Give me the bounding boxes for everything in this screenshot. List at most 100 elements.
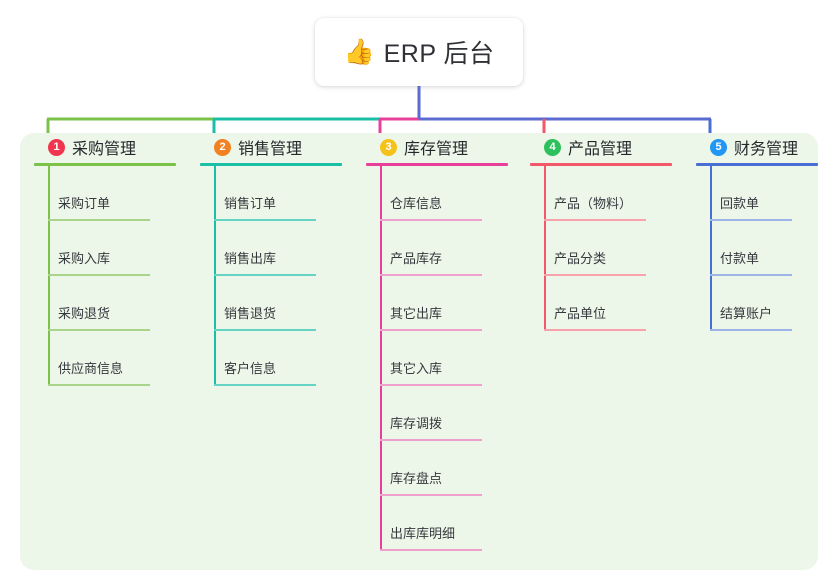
branch-item[interactable]: 采购订单 xyxy=(34,166,184,221)
item-underline xyxy=(214,219,316,221)
branch-item-label: 销售退货 xyxy=(224,306,277,321)
branch-item-label: 销售订单 xyxy=(224,196,277,211)
branch-item[interactable]: 仓库信息 xyxy=(366,166,516,221)
branch-number-badge: 4 xyxy=(544,138,561,156)
branch-header-2[interactable]: 2 销售管理 xyxy=(200,133,350,161)
branch-header-3[interactable]: 3 库存管理 xyxy=(366,133,516,161)
branch-number-badge: 3 xyxy=(380,138,397,156)
item-spine xyxy=(214,276,216,331)
branch-items-list: 销售订单销售出库销售退货客户信息 xyxy=(200,166,350,386)
item-underline xyxy=(710,329,792,331)
item-underline xyxy=(48,329,150,331)
branch-item[interactable]: 回款单 xyxy=(696,166,826,221)
item-underline xyxy=(544,219,646,221)
item-spine xyxy=(48,166,50,221)
branch-title: 销售管理 xyxy=(238,141,303,158)
branch-item[interactable]: 采购退货 xyxy=(34,276,184,331)
item-spine xyxy=(48,221,50,276)
branch-item[interactable]: 客户信息 xyxy=(200,331,350,386)
branch-item[interactable]: 产品分类 xyxy=(530,221,680,276)
branch-item-label: 产品单位 xyxy=(554,306,607,321)
item-spine xyxy=(214,221,216,276)
branch-number-badge: 1 xyxy=(48,138,65,156)
branch-header-rule xyxy=(530,163,672,166)
branch-header-4[interactable]: 4 产品管理 xyxy=(530,133,680,161)
branch-item-label: 供应商信息 xyxy=(58,361,124,376)
item-underline xyxy=(380,494,482,496)
branch-item-label: 库存调拨 xyxy=(390,416,443,431)
branch-item-label: 产品库存 xyxy=(390,251,443,266)
branch-item-label: 回款单 xyxy=(720,196,760,211)
branch-item[interactable]: 产品库存 xyxy=(366,221,516,276)
branch-title: 库存管理 xyxy=(404,141,469,158)
item-spine xyxy=(48,331,50,386)
branch-item-label: 结算账户 xyxy=(720,306,773,321)
item-underline xyxy=(214,384,316,386)
branch-header-rule xyxy=(34,163,176,166)
branch-column-2: 2 销售管理销售订单销售出库销售退货客户信息 xyxy=(200,133,350,386)
item-underline xyxy=(380,439,482,441)
branch-items-list: 仓库信息产品库存其它出库其它入库库存调拨库存盘点出库库明细 xyxy=(366,166,516,551)
branch-header-rule xyxy=(696,163,818,166)
branch-number-badge: 2 xyxy=(214,138,231,156)
item-underline xyxy=(544,274,646,276)
branch-item[interactable]: 库存调拨 xyxy=(366,386,516,441)
branch-number-badge: 5 xyxy=(710,138,727,156)
branch-title: 财务管理 xyxy=(734,141,799,158)
thumbs-up-icon: 👍 xyxy=(343,37,375,66)
item-underline xyxy=(544,329,646,331)
branch-item[interactable]: 销售出库 xyxy=(200,221,350,276)
item-underline xyxy=(710,274,792,276)
item-spine xyxy=(544,166,546,221)
branch-title: 产品管理 xyxy=(568,141,633,158)
branch-items-list: 采购订单采购入库采购退货供应商信息 xyxy=(34,166,184,386)
branch-item[interactable]: 其它出库 xyxy=(366,276,516,331)
branch-item-label: 仓库信息 xyxy=(390,196,443,211)
branch-item-label: 产品（物料） xyxy=(554,196,633,211)
branch-item[interactable]: 销售退货 xyxy=(200,276,350,331)
branch-item[interactable]: 库存盘点 xyxy=(366,441,516,496)
root-node-card[interactable]: 👍 ERP 后台 xyxy=(315,18,523,86)
branch-item-label: 采购订单 xyxy=(58,196,111,211)
branch-item[interactable]: 付款单 xyxy=(696,221,826,276)
branch-item-label: 其它入库 xyxy=(390,361,443,376)
branch-header-rule xyxy=(200,163,342,166)
branch-items-list: 产品（物料） 产品分类产品单位 xyxy=(530,166,680,331)
branch-item-label: 采购入库 xyxy=(58,251,111,266)
branch-header-rule xyxy=(366,163,508,166)
branch-item-label: 其它出库 xyxy=(390,306,443,321)
branch-item[interactable]: 采购入库 xyxy=(34,221,184,276)
branch-item[interactable]: 产品（物料） xyxy=(530,166,680,221)
branch-item[interactable]: 结算账户 xyxy=(696,276,826,331)
item-spine xyxy=(380,276,382,331)
branch-item-label: 付款单 xyxy=(720,251,760,266)
branch-item[interactable]: 出库库明细 xyxy=(366,496,516,551)
branch-item-label: 采购退货 xyxy=(58,306,111,321)
item-underline xyxy=(380,384,482,386)
item-underline xyxy=(380,274,482,276)
branch-item-label: 产品分类 xyxy=(554,251,607,266)
branch-item[interactable]: 其它入库 xyxy=(366,331,516,386)
item-underline xyxy=(710,219,792,221)
item-spine xyxy=(710,221,712,276)
item-spine xyxy=(48,276,50,331)
branch-item-label: 出库库明细 xyxy=(390,526,456,541)
item-spine xyxy=(380,166,382,221)
item-underline xyxy=(214,329,316,331)
item-spine xyxy=(380,441,382,496)
branch-item[interactable]: 产品单位 xyxy=(530,276,680,331)
branch-item-label: 库存盘点 xyxy=(390,471,443,486)
branch-items-list: 回款单付款单结算账户 xyxy=(696,166,826,331)
branch-header-5[interactable]: 5 财务管理 xyxy=(696,133,826,161)
item-underline xyxy=(380,219,482,221)
item-spine xyxy=(380,331,382,386)
branch-item[interactable]: 销售订单 xyxy=(200,166,350,221)
item-spine xyxy=(380,386,382,441)
branch-item[interactable]: 供应商信息 xyxy=(34,331,184,386)
item-underline xyxy=(380,549,482,551)
branch-column-3: 3 库存管理仓库信息产品库存其它出库其它入库库存调拨库存盘点出库库明细 xyxy=(366,133,516,551)
